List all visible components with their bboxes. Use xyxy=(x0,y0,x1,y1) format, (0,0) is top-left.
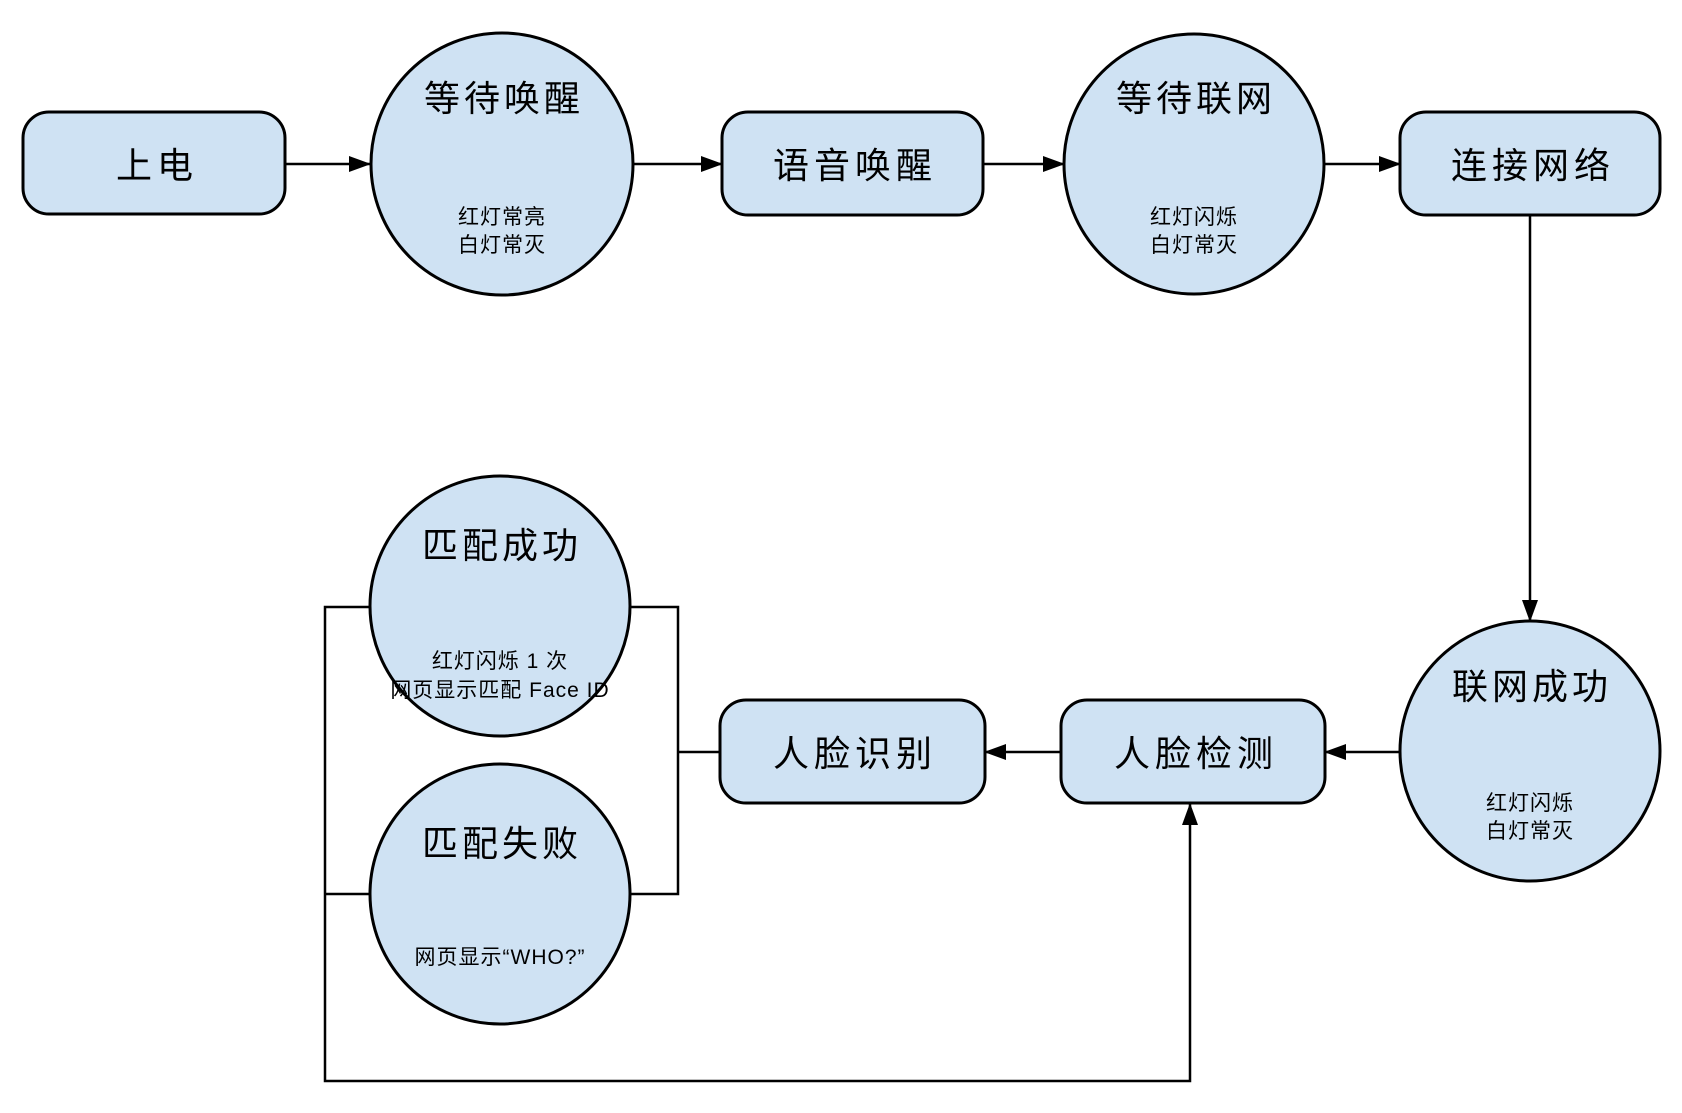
edge-face-recognize-branch-bracket xyxy=(630,605,720,896)
node-match-fail: 匹配失败 网页显示“WHO?” xyxy=(368,762,632,1026)
node-wait-network-subtext-1: 红灯闪烁 xyxy=(1150,206,1238,229)
node-power-on: 上电 xyxy=(21,110,287,216)
node-face-detect: 人脸检测 xyxy=(1059,698,1327,805)
node-match-fail-title: 匹配失败 xyxy=(422,823,582,864)
node-match-success-subtext-1: 红灯闪烁 1 次 xyxy=(432,650,568,673)
node-wait-network-title: 等待联网 xyxy=(1116,78,1276,119)
node-power-on-label: 上电 xyxy=(116,145,198,186)
node-connect-network: 连接网络 xyxy=(1398,110,1662,217)
node-wait-wake-subtext-2: 白灯常灭 xyxy=(458,234,546,257)
node-wait-wake: 等待唤醒 红灯常亮 白灯常灭 xyxy=(369,31,635,297)
node-match-fail-subtext-1: 网页显示“WHO?” xyxy=(415,946,586,969)
node-wait-wake-subtext-1: 红灯常亮 xyxy=(458,206,546,229)
node-network-success-subtext-2: 白灯常灭 xyxy=(1486,820,1574,843)
node-face-recognize: 人脸识别 xyxy=(718,698,987,805)
node-voice-wake: 语音唤醒 xyxy=(720,110,985,217)
node-network-success-subtext-1: 红灯闪烁 xyxy=(1486,792,1574,815)
node-face-recognize-label: 人脸识别 xyxy=(773,733,937,774)
node-wait-wake-title: 等待唤醒 xyxy=(424,78,584,119)
node-face-detect-label: 人脸检测 xyxy=(1114,733,1278,774)
node-wait-network: 等待联网 红灯闪烁 白灯常灭 xyxy=(1062,32,1326,296)
node-connect-network-label: 连接网络 xyxy=(1451,145,1615,186)
node-voice-wake-label: 语音唤醒 xyxy=(773,145,937,186)
node-match-success: 匹配成功 红灯闪烁 1 次 网页显示匹配 Face ID xyxy=(368,474,632,738)
node-network-success-title: 联网成功 xyxy=(1452,666,1612,707)
edge-loop-back-to-face-detect xyxy=(323,605,1198,1083)
node-network-success: 联网成功 红灯闪烁 白灯常灭 xyxy=(1398,619,1662,883)
node-match-success-title: 匹配成功 xyxy=(422,525,582,566)
node-wait-network-subtext-2: 白灯常灭 xyxy=(1150,234,1238,257)
node-match-success-subtext-2: 网页显示匹配 Face ID xyxy=(390,679,609,702)
